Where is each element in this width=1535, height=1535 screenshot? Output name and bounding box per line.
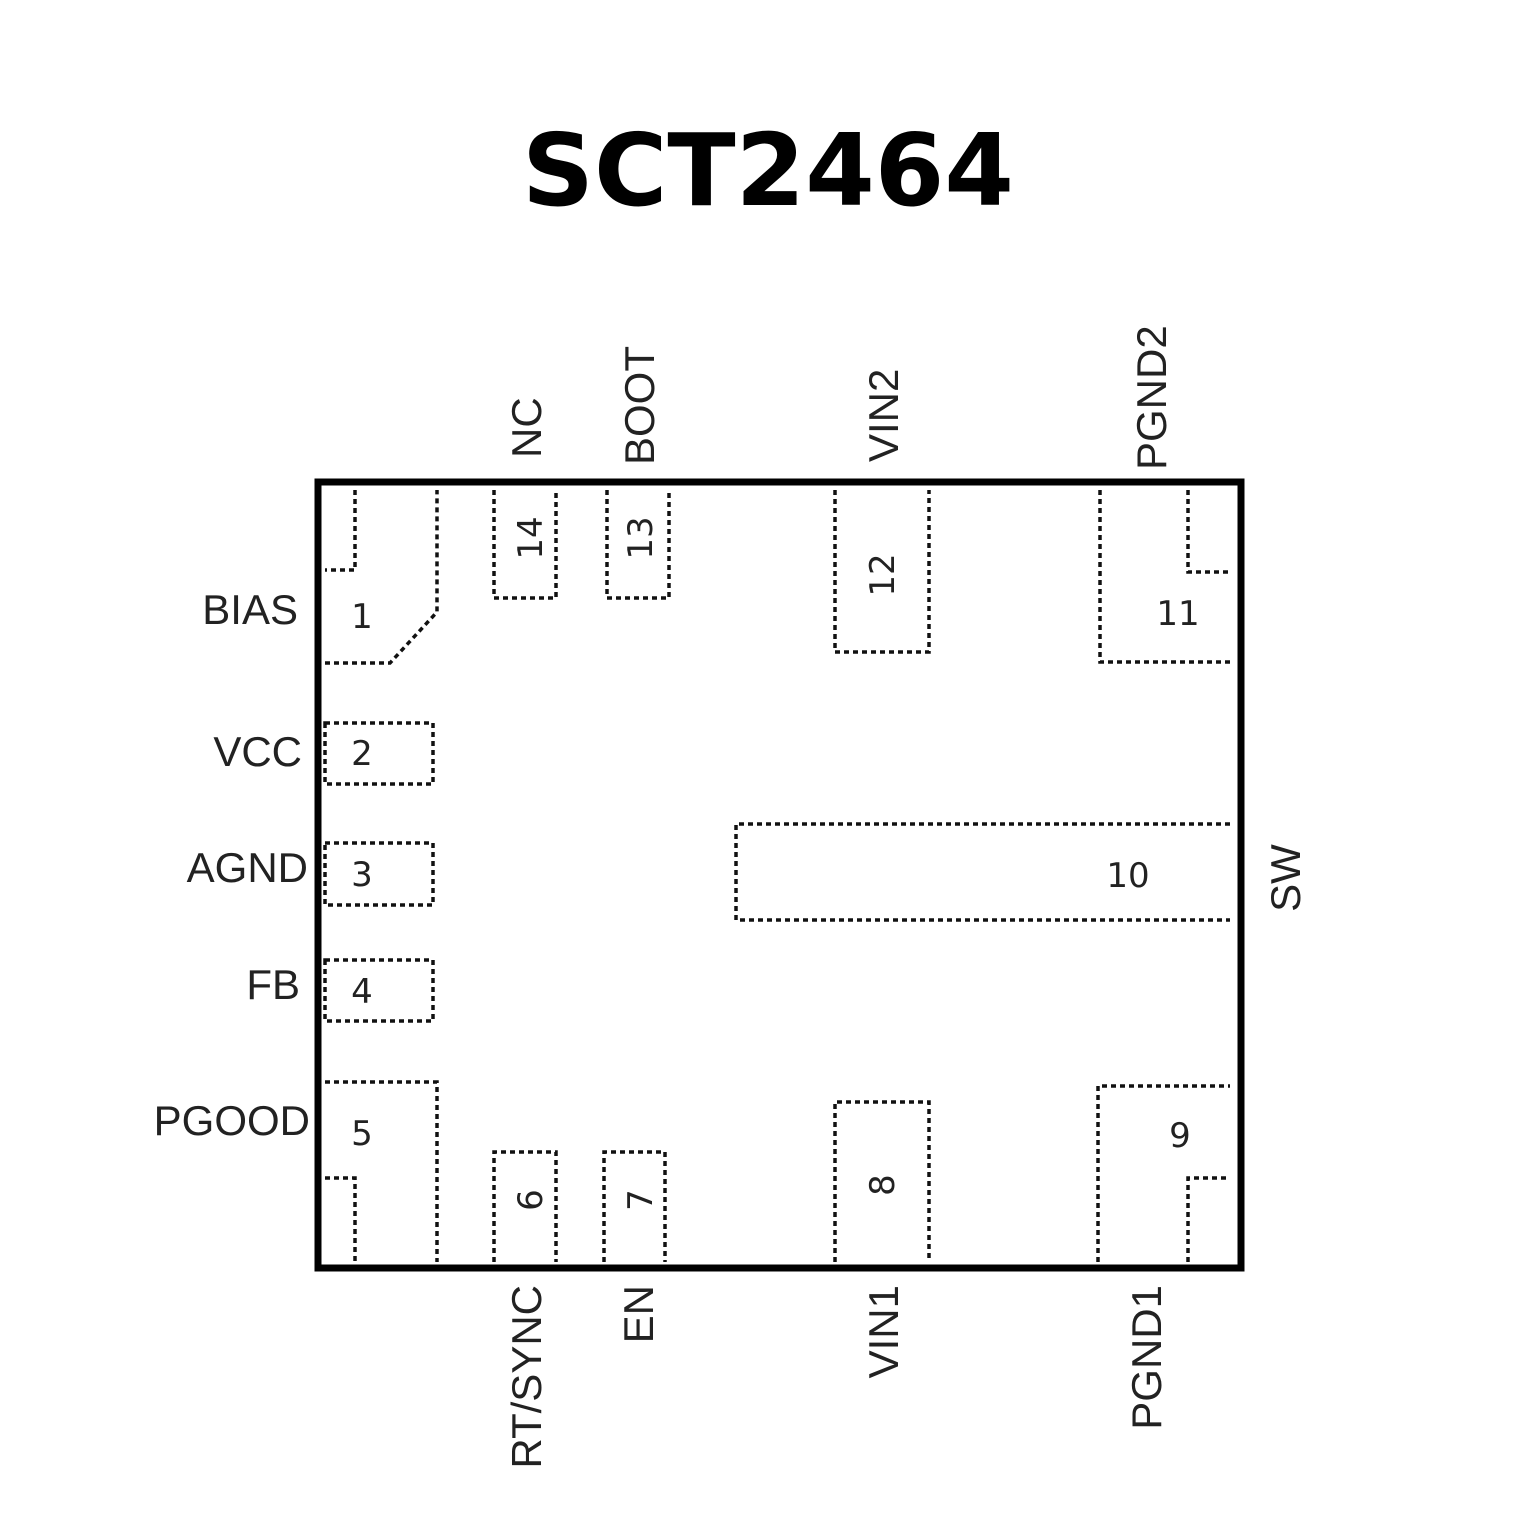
- pin-name-boot: BOOT: [616, 346, 663, 465]
- pin-number: 8: [863, 1174, 903, 1196]
- pin-number: 4: [351, 972, 373, 1012]
- pad-10: [734, 822, 1230, 922]
- pin-number: 10: [1106, 856, 1149, 896]
- pin-number: 7: [621, 1189, 661, 1211]
- pad-6: [492, 1150, 558, 1262]
- pin-numbers: 1 2 3 4 5 6 7 8 9 10 11 12 13 14: [351, 516, 1199, 1210]
- pad-1: [325, 490, 439, 665]
- pad-13: [605, 490, 671, 600]
- pin-name-nc: NC: [503, 397, 550, 458]
- pin-name-en: EN: [615, 1285, 662, 1343]
- package-outline: [314, 478, 1245, 1272]
- pad-9: [1096, 1084, 1230, 1262]
- pad-8: [833, 1100, 931, 1262]
- pin-number: 13: [621, 516, 661, 559]
- pin-number: 6: [511, 1189, 551, 1211]
- pad-4: [323, 958, 435, 1023]
- pad-12: [833, 490, 931, 654]
- pad-3: [323, 841, 435, 907]
- pin-number: 11: [1156, 594, 1199, 634]
- pin-name-bias: BIAS: [202, 586, 298, 633]
- pad-14: [492, 490, 558, 600]
- pin-name-pgnd2: PGND2: [1128, 325, 1175, 470]
- pads: [323, 490, 1230, 1262]
- pin-name-pgood: PGOOD: [154, 1097, 310, 1144]
- pad-2: [323, 721, 435, 786]
- pin-name-agnd: AGND: [187, 844, 308, 891]
- pin-number: 9: [1169, 1116, 1191, 1156]
- pad-7: [602, 1150, 667, 1262]
- pin-names: BIAS VCC AGND FB PGOOD RT/SYNC EN VIN1 P…: [154, 325, 1309, 1468]
- pin-name-fb: FB: [246, 961, 300, 1008]
- pin-number: 2: [351, 734, 373, 774]
- pad-11: [1098, 490, 1230, 664]
- pin-name-sw: SW: [1262, 844, 1309, 912]
- pin-name-vin1: VIN1: [860, 1285, 907, 1378]
- pin-number: 12: [863, 553, 903, 596]
- pin-name-vin2: VIN2: [860, 369, 907, 462]
- pin-number: 3: [351, 855, 373, 895]
- pad-5: [325, 1080, 439, 1262]
- pin-number: 5: [351, 1114, 373, 1154]
- pin-name-pgnd1: PGND1: [1123, 1285, 1170, 1430]
- pin-name-rt-sync: RT/SYNC: [503, 1285, 550, 1469]
- pin-name-vcc: VCC: [213, 728, 302, 775]
- pin-number: 14: [511, 516, 551, 559]
- chip-title: SCT2464: [522, 112, 1014, 229]
- pin-number: 1: [351, 597, 373, 637]
